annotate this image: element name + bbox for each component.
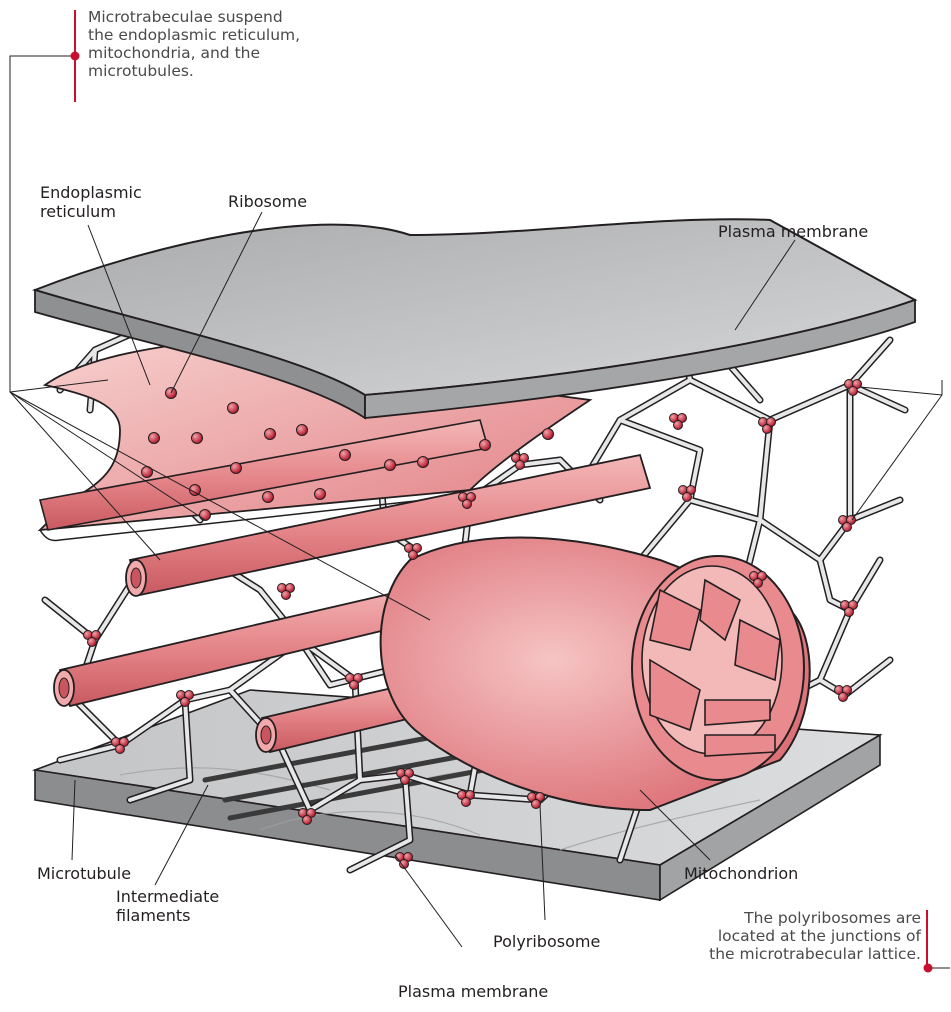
label-line: Intermediate: [116, 887, 219, 906]
ribosome: [231, 463, 242, 474]
polyribosome: [278, 584, 295, 600]
label-line: Endoplasmic: [40, 183, 142, 202]
note-line: the microtrabecular lattice.: [689, 945, 921, 963]
polyribosome: [841, 601, 858, 617]
ribosome: [315, 489, 326, 500]
label-line: filaments: [116, 906, 219, 925]
polyribosome: [346, 674, 363, 690]
polyribosome: [835, 686, 852, 702]
note-line: mitochondria, and the: [88, 44, 338, 62]
ribosome: [200, 510, 211, 521]
label-microtubule: Microtubule: [37, 864, 131, 883]
label-plasma-membrane-bottom: Plasma membrane: [398, 982, 548, 1001]
label-polyribosome: Polyribosome: [493, 932, 600, 951]
polyribosome: [396, 853, 413, 869]
note-line: Microtrabeculae suspend: [88, 8, 338, 26]
ribosome: [543, 429, 554, 440]
label-line: reticulum: [40, 202, 142, 221]
note-line: located at the junctions of: [689, 927, 921, 945]
note-line: microtubules.: [88, 62, 338, 80]
label-intermediate-filaments: Intermediate filaments: [116, 887, 219, 925]
note-microtrabeculae: Microtrabeculae suspend the endoplasmic …: [88, 8, 338, 80]
note-dot-left: [71, 52, 80, 61]
ribosome: [228, 403, 239, 414]
label-plasma-membrane-top: Plasma membrane: [718, 222, 868, 241]
note-bar-right: [926, 910, 928, 968]
polyribosome: [670, 414, 687, 430]
polyribosome: [84, 631, 101, 647]
note-line: The polyribosomes are: [689, 909, 921, 927]
ribosome: [418, 457, 429, 468]
ribosome: [149, 433, 160, 444]
ribosome: [265, 429, 276, 440]
ribosome: [480, 440, 491, 451]
ribosome: [340, 450, 351, 461]
polyribosome: [759, 418, 776, 434]
ribosome: [192, 433, 203, 444]
ribosome: [263, 492, 274, 503]
note-line: the endoplasmic reticulum,: [88, 26, 338, 44]
ribosome: [297, 425, 308, 436]
ribosome: [385, 460, 396, 471]
label-mitochondrion: Mitochondrion: [684, 864, 798, 883]
note-polyribosomes: The polyribosomes are located at the jun…: [689, 909, 921, 963]
label-endoplasmic-reticulum: Endoplasmic reticulum: [40, 183, 142, 221]
label-ribosome: Ribosome: [228, 192, 307, 211]
note-dot-right: [924, 964, 933, 973]
